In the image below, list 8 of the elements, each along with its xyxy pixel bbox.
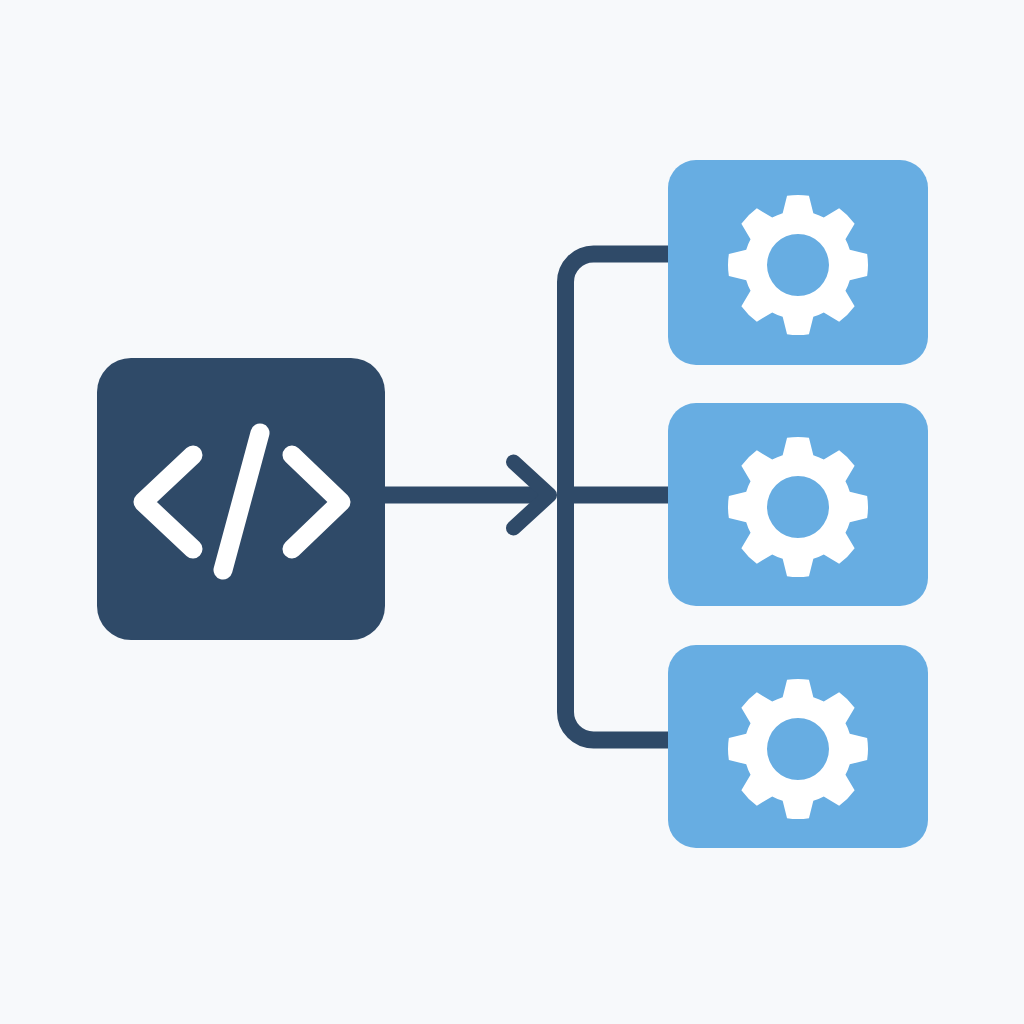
gear-box [668, 160, 928, 365]
connector-line [557, 245, 668, 283]
gear-box [668, 645, 928, 848]
gear-box [668, 403, 928, 606]
connector-line [574, 486, 668, 504]
arrow [385, 454, 557, 536]
connector-line [557, 711, 668, 749]
code-box [97, 358, 385, 640]
